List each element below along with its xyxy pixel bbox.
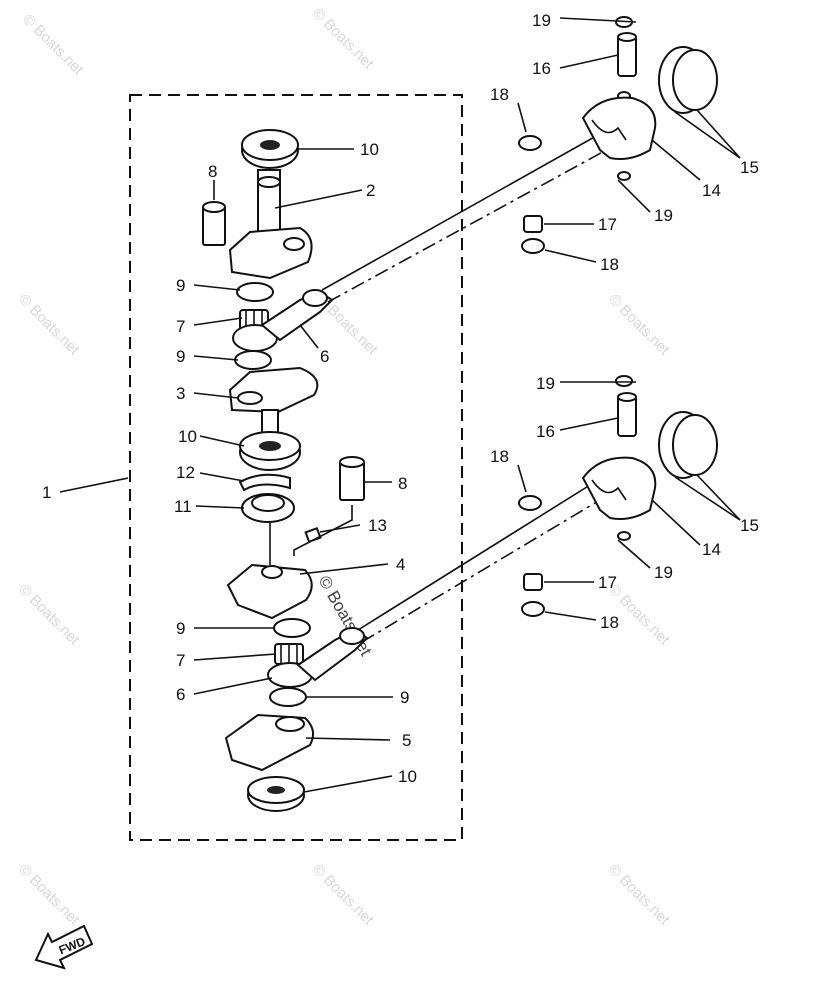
callout-labels: 1 2 3 4 5 6 6 7 7 8 8 9 9 9 9 10 10 10 1… (42, 11, 759, 786)
small-end-washer (521, 238, 545, 254)
callout-11: 11 (174, 497, 192, 516)
callout-8: 8 (398, 474, 407, 493)
callout-18: 18 (490, 85, 509, 104)
callout-19: 19 (532, 11, 551, 30)
watermark: © Boats.net (15, 291, 83, 359)
callout-9: 9 (176, 619, 185, 638)
watermark: © Boats.net (15, 861, 83, 929)
circlip (238, 473, 291, 492)
callout-9: 9 (176, 347, 185, 366)
callout-9: 9 (176, 276, 185, 295)
center-crank-web (228, 366, 319, 414)
crank-pin-upper (202, 201, 226, 246)
circlip (617, 531, 631, 541)
thrust-washer (273, 618, 311, 638)
callout-14: 14 (702, 181, 721, 200)
callout-6: 6 (176, 685, 185, 704)
callout-9: 9 (400, 688, 409, 707)
callout-16: 16 (536, 422, 555, 441)
labyrinth-seal (241, 493, 295, 523)
callout-5: 5 (402, 731, 411, 750)
piston-ring (672, 414, 718, 476)
thrust-washer (236, 282, 274, 302)
center-bearing (239, 431, 301, 471)
alignment-lines (321, 134, 611, 643)
callout-19: 19 (536, 374, 555, 393)
callout-19: 19 (654, 206, 673, 225)
watermark: © Boats.net (309, 5, 377, 73)
lower-crank-web-upper (226, 563, 313, 620)
thrust-washer (269, 687, 307, 707)
callout-10: 10 (398, 767, 417, 786)
callout-13: 13 (368, 516, 387, 535)
callout-2: 2 (366, 181, 375, 200)
thrust-washer (234, 350, 272, 370)
piston-ring (672, 49, 718, 111)
watermark: © Boats.net (19, 11, 87, 79)
circlip (617, 171, 631, 181)
callout-4: 4 (396, 555, 405, 574)
circlip (615, 375, 633, 387)
piston-group-lower (518, 375, 718, 617)
top-bearing (241, 129, 299, 169)
piston-group-upper (518, 16, 718, 254)
bottom-bearing (247, 776, 305, 812)
callout-16: 16 (532, 59, 551, 78)
watermark: © Boats.net (605, 291, 673, 359)
callout-18: 18 (490, 447, 509, 466)
callout-17: 17 (598, 573, 617, 592)
callout-19: 19 (654, 563, 673, 582)
callout-1: 1 (42, 483, 51, 502)
callout-10: 10 (360, 140, 379, 159)
crankshaft-parts (202, 129, 365, 812)
callout-15: 15 (740, 516, 759, 535)
callout-3: 3 (176, 384, 185, 403)
watermark: © Boats.net (15, 581, 83, 649)
small-end-washer (521, 601, 545, 617)
callout-8: 8 (208, 162, 217, 181)
watermark: © Boats.net (605, 861, 673, 929)
small-end-washer (518, 495, 542, 511)
callout-15: 15 (740, 158, 759, 177)
fwd-arrow-icon: FWD (34, 924, 94, 970)
small-end-bearing (523, 573, 543, 591)
callout-14: 14 (702, 540, 721, 559)
small-end-bearing (523, 215, 543, 233)
callout-7: 7 (176, 317, 185, 336)
callout-10: 10 (178, 427, 197, 446)
watermark: © Boats.net (309, 861, 377, 929)
callout-12: 12 (176, 463, 195, 482)
upper-crank-web (228, 226, 313, 280)
callout-6: 6 (320, 347, 329, 366)
crank-pin-lower (339, 456, 365, 501)
crankshaft-assembly-box (129, 94, 463, 841)
connecting-rods (260, 289, 369, 682)
leader-lines (59, 17, 741, 793)
callout-18: 18 (600, 255, 619, 274)
callout-18: 18 (600, 613, 619, 632)
callout-7: 7 (176, 651, 185, 670)
callout-17: 17 (598, 215, 617, 234)
small-end-washer (518, 135, 542, 151)
